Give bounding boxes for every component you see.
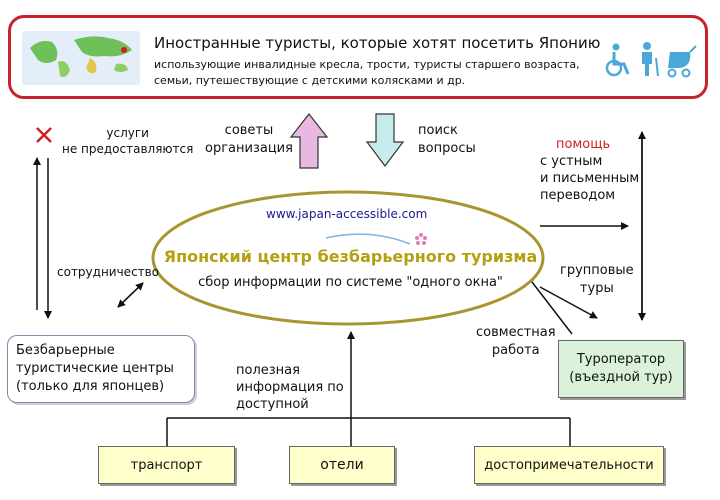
center-url: www.japan-accessible.com: [266, 207, 428, 221]
banner-subtitle-line2: семьи, путешествующие с детскими коляска…: [154, 74, 466, 87]
translation-help-label: помощь с устным и письменным переводом: [540, 137, 640, 203]
useful-info-label: полезная информация по доступной: [236, 363, 344, 412]
transport-box: транспорт: [98, 446, 235, 484]
joint-work-label: совместная работа: [476, 325, 556, 358]
barrier-free-centers-box: Безбарьерные туристические центры (тольк…: [7, 335, 195, 403]
center-title: Японский центр безбарьерного туризма: [163, 247, 538, 266]
center-subtitle: сбор информации по системе "одного окна": [198, 275, 503, 290]
tour-operator-box: Туроператор (въездной тур): [558, 340, 684, 398]
hotels-box: отели: [289, 446, 395, 484]
no-services-label: услуги не предоставляются: [62, 126, 194, 156]
advice-label: советы организация: [205, 123, 293, 156]
cooperation-label: сотрудничество: [57, 265, 160, 279]
search-label: поиск вопросы: [418, 123, 476, 156]
sights-box: достопримечательности: [474, 446, 664, 484]
down-arrow: [365, 113, 405, 167]
group-tours-label: групповые туры: [560, 263, 634, 296]
group-tours-arrow: [539, 286, 598, 319]
banner-title: Иностранные туристы, которые хотят посет…: [154, 34, 601, 52]
center-ellipse: [151, 190, 545, 326]
banner-subtitle: использующие инвалидные кресла, трости, …: [154, 57, 594, 89]
up-arrow: [289, 113, 329, 169]
banner-subtitle-line1: использующие инвалидные кресла, трости, …: [154, 58, 580, 71]
